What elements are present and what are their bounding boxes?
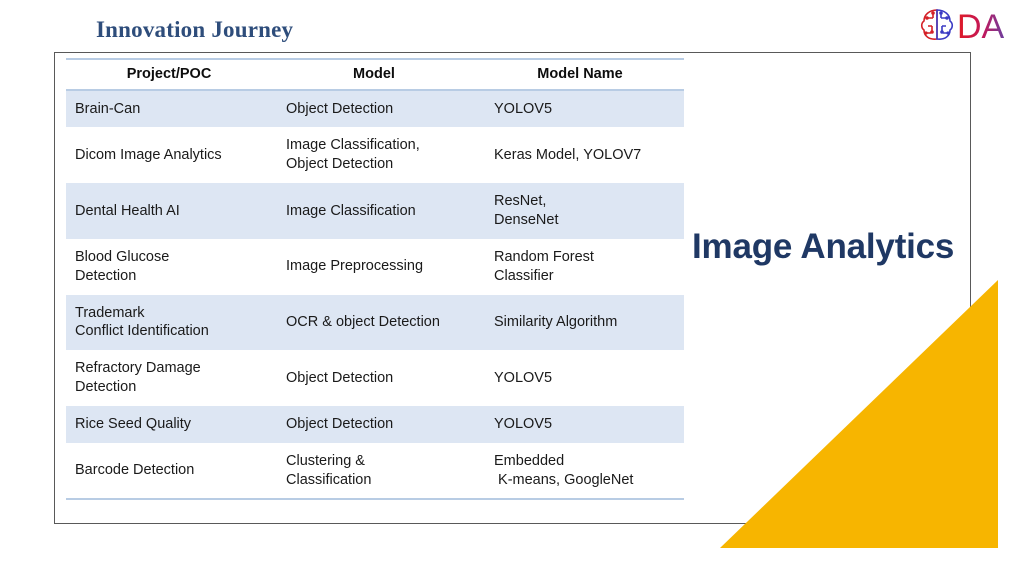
cell-line: Refractory Damage xyxy=(75,360,201,377)
page-title: Innovation Journey xyxy=(96,17,294,42)
cell-model: Clustering & Classification xyxy=(272,442,476,499)
table-bottom-rule xyxy=(66,498,684,500)
section-title: Image Analytics xyxy=(688,225,959,269)
cell-line: Keras Model, YOLOV7 xyxy=(494,146,642,163)
table-row: Brain-Can Object Detection YOLOV5 xyxy=(66,90,684,128)
cell-line: Brain-Can xyxy=(75,100,141,117)
cell-line: DenseNet xyxy=(494,211,559,228)
cell-model-name: Keras Model, YOLOV7 xyxy=(476,127,684,184)
cell-model: Object Detection xyxy=(272,405,476,443)
cell-line: Similarity Algorithm xyxy=(494,313,618,330)
cell-line: Dental Health AI xyxy=(75,202,180,219)
cell-line: YOLOV5 xyxy=(494,415,553,432)
cell-line: Conflict Identification xyxy=(75,323,209,340)
cell-model-name: YOLOV5 xyxy=(476,90,684,128)
table-header-rule xyxy=(66,89,684,91)
brain-circuit-icon: DA xyxy=(920,8,1005,46)
cell-line: Rice Seed Quality xyxy=(75,415,192,432)
cell-line: Trademark xyxy=(75,304,145,321)
column-header-model: Model xyxy=(272,60,476,89)
cell-line: Blood Glucose xyxy=(75,248,170,265)
table-row: Dicom Image Analytics Image Classificatio… xyxy=(66,127,684,184)
cell-model: Image Classification xyxy=(272,183,476,239)
cell-project: Brain-Can xyxy=(66,90,272,128)
cell-project: Barcode Detection xyxy=(66,442,272,499)
cell-line: Clustering & xyxy=(286,452,365,469)
cell-model-name: Similarity Algorithm xyxy=(476,294,684,351)
cell-line: Object Detection xyxy=(286,100,394,117)
cell-model-name: YOLOV5 xyxy=(476,405,684,443)
cell-line: Object Detection xyxy=(286,415,394,432)
cell-project: Rice Seed Quality xyxy=(66,405,272,443)
cell-line: Object Detection xyxy=(286,369,394,386)
cell-model: Object Detection xyxy=(272,350,476,406)
cell-line: Dicom Image Analytics xyxy=(75,146,222,163)
table-row: Rice Seed Quality Object Detection YOLOV5 xyxy=(66,405,684,443)
cell-project: Dental Health AI xyxy=(66,183,272,239)
cell-line: Object Detection xyxy=(286,156,394,173)
cell-model: OCR & object Detection xyxy=(272,294,476,351)
cell-line: Detection xyxy=(75,267,137,284)
cell-line: OCR & object Detection xyxy=(286,313,440,330)
content-frame xyxy=(54,52,971,524)
table-top-rule xyxy=(66,58,684,60)
cell-model: Image Classification, Object Detection xyxy=(272,127,476,184)
cell-line: Image Classification xyxy=(286,202,416,219)
cell-model: Image Preprocessing xyxy=(272,238,476,295)
cell-line: Detection xyxy=(75,379,137,396)
cell-line: Embedded xyxy=(494,452,565,469)
cell-line: YOLOV5 xyxy=(494,100,553,117)
poc-table: Project/POC Model Model Name xyxy=(66,60,684,89)
cell-line: Classification xyxy=(286,471,372,488)
cell-line: ResNet, xyxy=(494,193,547,210)
cell-model-name: ResNet,DenseNet xyxy=(476,183,684,239)
cell-line: Classifier xyxy=(494,267,554,284)
cell-line: YOLOV5 xyxy=(494,369,553,386)
table-row: Barcode Detection Clustering & Classificat… xyxy=(66,442,684,499)
cell-line: Random Forest xyxy=(494,248,594,265)
cell-model-name: YOLOV5 xyxy=(476,350,684,406)
column-header-project: Project/POC xyxy=(66,60,272,89)
column-header-model-name: Model Name xyxy=(476,60,684,89)
cell-project: Dicom Image Analytics xyxy=(66,127,272,184)
company-logo: DA xyxy=(917,2,1017,46)
cell-model-name: Embedded K-means, GoogleNet xyxy=(476,442,684,499)
yellow-triangle-decor xyxy=(700,270,1024,576)
cell-model: Object Detection xyxy=(272,90,476,128)
cell-line: Image Classification, xyxy=(286,137,420,154)
table-row: Dental Health AI Image Classification ResN… xyxy=(66,183,684,239)
table-header-row: Project/POC Model Model Name xyxy=(66,60,684,89)
cell-line: Barcode Detection xyxy=(75,462,195,479)
logo-text: DA xyxy=(957,8,1005,46)
cell-line: Image Preprocessing xyxy=(286,258,424,275)
cell-line: K-means, GoogleNet xyxy=(494,471,634,488)
